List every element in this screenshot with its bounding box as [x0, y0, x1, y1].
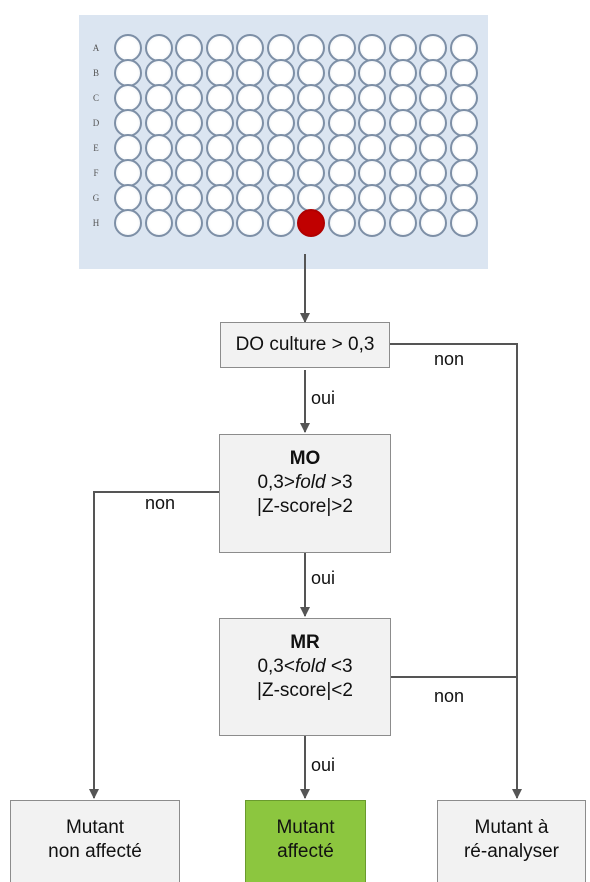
- well-h10: [388, 209, 417, 237]
- mr-fold-criterion: 0,3<fold <3: [257, 656, 353, 677]
- well-a8: [327, 34, 356, 62]
- well-h6: [266, 209, 295, 237]
- mr-title: MR: [290, 632, 320, 653]
- well-a9: [358, 34, 386, 62]
- edge-label-do-oui: oui: [311, 388, 336, 408]
- well-a11: [419, 34, 447, 62]
- well-plate: A B C D E F G H: [79, 15, 488, 269]
- edge-label-mo-oui: oui: [311, 568, 336, 588]
- well-f2: [144, 159, 173, 187]
- well-h5: [236, 209, 264, 237]
- well-e4: [205, 134, 234, 162]
- row-label-f: F: [93, 168, 99, 178]
- well-f5: [236, 159, 264, 187]
- mutant-reanalyser-line1: Mutant à: [474, 817, 549, 838]
- well-c3: [175, 84, 203, 112]
- row-label-h: H: [92, 218, 100, 228]
- well-c12: [449, 84, 478, 112]
- row-label-c: C: [92, 93, 99, 103]
- well-a10: [388, 34, 417, 62]
- mutant-reanalyser-line2: ré-analyser: [463, 841, 560, 862]
- well-d4: [205, 109, 234, 137]
- edge-label-mr-non: non: [434, 686, 465, 706]
- do-culture-label: DO culture > 0,3: [235, 334, 375, 355]
- mutant-affecte-line2: affecté: [277, 841, 334, 862]
- well-g8: [327, 184, 356, 212]
- well-h4: [205, 209, 234, 237]
- well-h3: [175, 209, 203, 237]
- well-e5: [236, 134, 264, 162]
- well-f3: [175, 159, 203, 187]
- row-label-d: D: [92, 118, 100, 128]
- well-b5: [236, 59, 264, 87]
- row-label-a: A: [92, 43, 100, 53]
- well-e1: [114, 134, 142, 162]
- well-c2: [144, 84, 173, 112]
- well-h12: [449, 209, 478, 237]
- well-h1: [114, 209, 142, 237]
- well-h8: [327, 209, 356, 237]
- well-h9: [358, 209, 386, 237]
- edge-label-mo-non: non: [145, 493, 176, 513]
- well-a1: [114, 34, 142, 62]
- well-b2: [144, 59, 173, 87]
- mr-zscore-criterion: |Z-score|<2: [257, 680, 353, 701]
- well-a6: [266, 34, 295, 62]
- well-h7: [297, 209, 325, 237]
- well-h2: [144, 209, 173, 237]
- mutant-affecte-line1: Mutant: [276, 817, 335, 838]
- well-d11: [419, 109, 447, 137]
- well-e10: [388, 134, 417, 162]
- well-g4: [205, 184, 234, 212]
- mutant-non-affecte-box: Mutant non affecté: [10, 800, 180, 882]
- edge-label-do-non: non: [434, 349, 465, 369]
- well-d2: [144, 109, 173, 137]
- mo-zscore-criterion: |Z-score|>2: [257, 496, 353, 517]
- well-b11: [419, 59, 447, 87]
- well-f1: [114, 159, 142, 187]
- well-c9: [358, 84, 386, 112]
- arrow-do-to-reanalyser: [389, 343, 522, 799]
- row-label-g: G: [92, 193, 100, 203]
- well-g1: [114, 184, 142, 212]
- well-f10: [388, 159, 417, 187]
- edge-label-mr-oui: oui: [311, 755, 336, 775]
- well-d9: [358, 109, 386, 137]
- well-c11: [419, 84, 447, 112]
- mutant-non-affecte-line2: non affecté: [48, 841, 142, 862]
- mo-box: MO 0,3>fold >3 |Z-score|>2: [219, 434, 391, 553]
- arrow-mo-to-non-affecte: [89, 491, 219, 799]
- well-a4: [205, 34, 234, 62]
- row-label-b: B: [92, 68, 99, 78]
- well-d5: [236, 109, 264, 137]
- mutant-affecte-box: Mutant affecté: [245, 800, 366, 882]
- do-culture-box: DO culture > 0,3: [220, 322, 390, 368]
- row-label-e: E: [93, 143, 99, 153]
- mo-fold-criterion: 0,3>fold >3: [257, 472, 353, 493]
- well-d6: [266, 109, 295, 137]
- mo-title: MO: [289, 448, 321, 469]
- well-a12: [449, 34, 478, 62]
- well-h11: [419, 209, 447, 237]
- well-c6: [266, 84, 295, 112]
- mr-box: MR 0,3<fold <3 |Z-score|<2: [219, 618, 391, 736]
- mutant-non-affecte-line1: Mutant: [65, 817, 125, 838]
- mutant-reanalyser-box: Mutant à ré-analyser: [437, 800, 586, 882]
- well-c8: [327, 84, 356, 112]
- well-b1: [114, 59, 142, 87]
- well-b12: [449, 59, 478, 87]
